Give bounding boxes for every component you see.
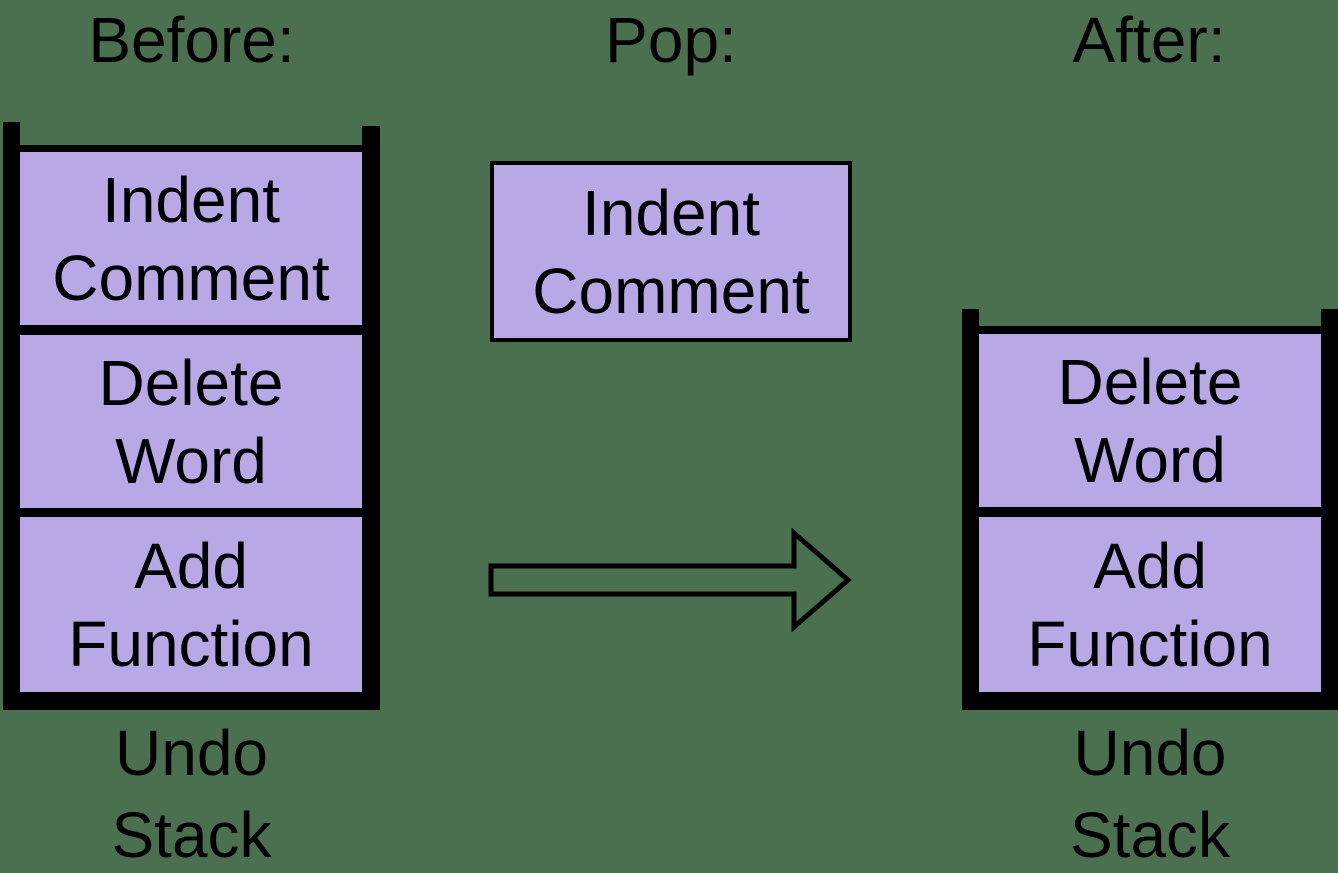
before-stack-label: Undo Stack — [3, 712, 380, 873]
before-stack-right-wall — [362, 126, 380, 710]
stack-label-line: Undo — [115, 717, 268, 789]
after-stack-base — [962, 692, 1338, 710]
before-stack-left-wall — [3, 122, 20, 710]
stack-label-line: Stack — [111, 799, 272, 871]
popped-item-box: Indent Comment — [490, 161, 852, 342]
stack-item-line: Function — [1027, 607, 1273, 680]
stack-item-line: Indent — [102, 163, 280, 236]
right-arrow-icon — [488, 528, 852, 632]
stack-item-line: Word — [1074, 423, 1226, 496]
stack-item-delete-word: Delete Word — [20, 330, 362, 512]
after-stack-label: Undo Stack — [962, 712, 1338, 873]
popped-item-line: Comment — [532, 254, 810, 327]
stack-item-add-function: Add Function — [979, 512, 1321, 692]
stack-label-line: Stack — [1069, 799, 1231, 871]
stack-item-line: Comment — [52, 241, 330, 314]
pop-heading: Pop: — [605, 4, 737, 76]
before-stack-items: Indent Comment Delete Word Add Function — [20, 145, 362, 692]
stack-item-line: Function — [68, 607, 314, 680]
after-stack-left-wall — [962, 309, 979, 710]
popped-item-line: Indent — [582, 176, 760, 249]
after-heading: After: — [1072, 4, 1226, 76]
before-stack-base — [3, 692, 380, 710]
stack-item-line: Delete — [98, 346, 284, 419]
stack-item-delete-word: Delete Word — [979, 326, 1321, 512]
stack-item-line: Delete — [1057, 345, 1243, 418]
before-heading: Before: — [88, 4, 295, 76]
stack-item-indent-comment: Indent Comment — [20, 145, 362, 330]
stack-item-line: Add — [134, 529, 248, 602]
after-stack-items: Delete Word Add Function — [979, 326, 1321, 692]
stack-label-line: Undo — [1073, 717, 1227, 789]
after-stack-right-wall — [1321, 309, 1338, 710]
stack-item-add-function: Add Function — [20, 512, 362, 692]
stack-item-line: Word — [115, 424, 267, 497]
stack-item-line: Add — [1093, 529, 1207, 602]
